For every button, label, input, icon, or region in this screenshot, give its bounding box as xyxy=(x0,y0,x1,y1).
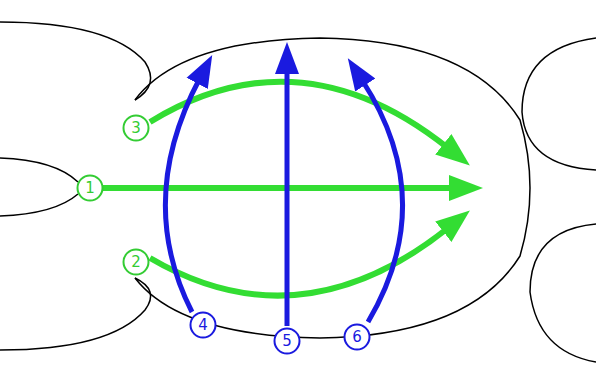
green-arrow xyxy=(150,228,448,296)
callout-number: 5 xyxy=(282,334,292,349)
callout-circle: 3 xyxy=(122,114,150,142)
left-ear xyxy=(0,278,151,350)
callout-circle: 2 xyxy=(122,248,150,276)
blue-arrow xyxy=(285,68,290,326)
right-ear xyxy=(522,38,596,170)
callout-number: 4 xyxy=(198,318,208,333)
callout-number: 1 xyxy=(85,181,95,196)
callout-circle: 6 xyxy=(343,323,371,351)
callout-circle: 4 xyxy=(189,311,217,339)
callout-number: 6 xyxy=(352,330,362,345)
callout-circle: 1 xyxy=(76,174,104,202)
blue-arrows xyxy=(165,68,402,326)
snout xyxy=(0,158,78,216)
blue-arrow xyxy=(165,78,200,312)
head-outline xyxy=(0,22,596,362)
callout-number: 3 xyxy=(131,121,141,136)
callout-circle: 5 xyxy=(273,327,301,355)
blue-arrow xyxy=(362,80,403,322)
left-ear xyxy=(0,22,151,100)
callout-number: 2 xyxy=(131,255,141,270)
right-ear xyxy=(530,224,596,362)
